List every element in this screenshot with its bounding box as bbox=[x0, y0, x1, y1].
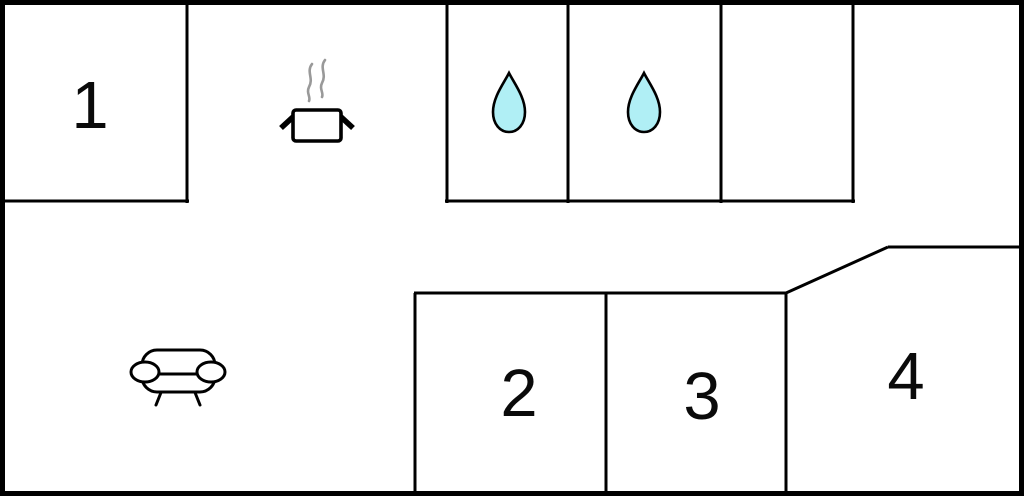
water-drop-icon bbox=[491, 71, 527, 134]
labels-layer: 1 2 3 4 bbox=[71, 68, 924, 434]
icons-layer bbox=[129, 60, 662, 407]
room-3-label: 3 bbox=[683, 359, 720, 434]
room4-diagonal-wall bbox=[785, 245, 889, 295]
cooking-pot-icon bbox=[281, 60, 353, 141]
room-4-label: 4 bbox=[887, 339, 924, 414]
sofa-icon bbox=[129, 348, 227, 407]
room-1-label: 1 bbox=[71, 68, 108, 143]
water-drop-icon bbox=[626, 71, 662, 134]
room-2-label: 2 bbox=[500, 356, 537, 431]
